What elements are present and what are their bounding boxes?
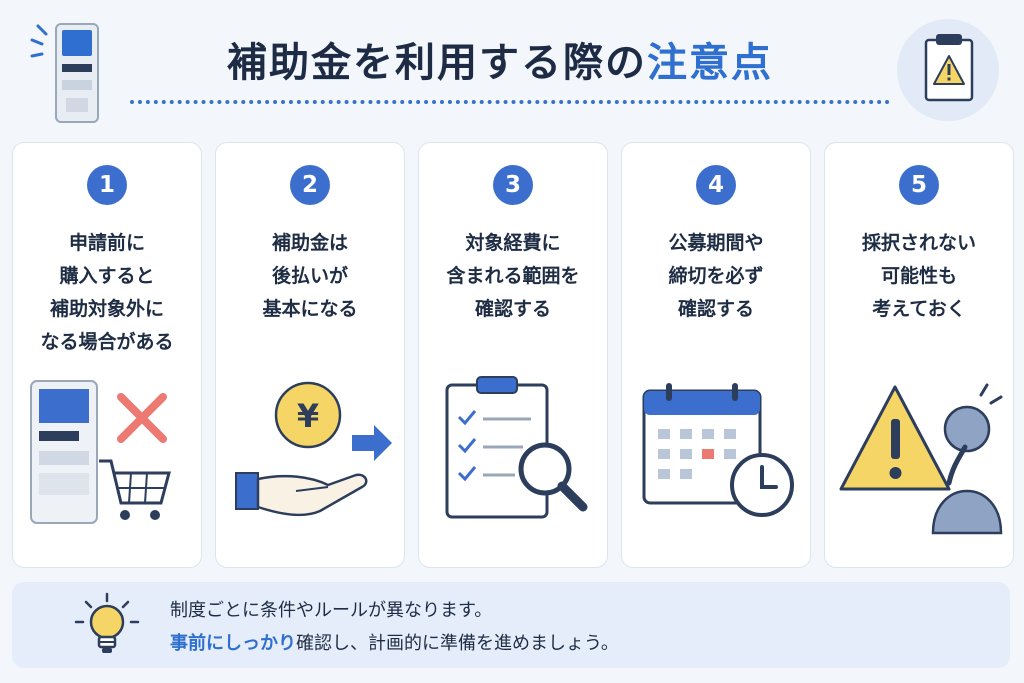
card-3: 3 対象経費に 含まれる範囲を 確認する [418, 142, 608, 568]
card-text-line: 補助対象外に [49, 298, 164, 320]
page-title: 補助金を利用する際の注意点 [150, 30, 850, 88]
card-number-badge: 4 [696, 165, 736, 205]
card-text-line: 基本になる [262, 298, 358, 320]
card-text-line: 補助金は [271, 232, 348, 254]
cards-row: 1 申請前に 購入すると 補助対象外に なる場合がある 2 補助金は 後払いが [12, 142, 1014, 568]
kiosk-icon [30, 23, 99, 123]
card-text: 公募期間や 締切を必ず 確認する [626, 227, 806, 326]
calendar-clock-icon [642, 383, 794, 517]
card-text: 対象経費に 含まれる範囲を 確認する [423, 227, 603, 326]
clipboard-magnifier-icon [445, 376, 588, 519]
card-text-line: 確認する [474, 298, 551, 320]
card-text-line: 後払いが [271, 265, 348, 287]
header: 補助金を利用する際の注意点 [0, 0, 1024, 140]
title-main: 補助金を利用する際の [227, 40, 647, 86]
card-number-badge: 1 [87, 165, 127, 205]
card-text: 採択されない 可能性も 考えておく [829, 227, 1009, 326]
card-text: 補助金は 後払いが 基本になる [220, 227, 400, 326]
card-text: 申請前に 購入すると 補助対象外に なる場合がある [17, 227, 197, 359]
card-number-badge: 3 [493, 165, 533, 205]
card-text-line: 確認する [677, 298, 754, 320]
card-text-line: 含まれる範囲を [446, 265, 580, 287]
svg-text:¥: ¥ [297, 397, 319, 435]
card-4: 4 公募期間や 締切を必ず 確認する [621, 142, 811, 568]
card-text-line: なる場合がある [40, 331, 174, 353]
yen-coin-hand-icon: ¥ [235, 381, 392, 517]
bottom-note: 制度ごとに条件やルールが異なります。 事前にしっかり確認し、計画的に準備を進めま… [12, 582, 1010, 668]
note-line-2-rest: 確認し、計画的に準備を進めましょう。 [296, 633, 619, 654]
card-text-line: 締切を必ず [668, 265, 764, 287]
lightbulb-icon [74, 592, 140, 653]
card-number-badge: 2 [290, 165, 330, 205]
note-line-2: 事前にしっかり確認し、計画的に準備を進めましょう。 [170, 629, 619, 655]
card-2: 2 補助金は 後払いが 基本になる ¥ [215, 142, 405, 568]
card-text-line: 対象経費に [465, 232, 561, 254]
title-divider [130, 100, 890, 104]
note-emphasis: 事前にしっかり [170, 633, 296, 654]
note-line-1: 制度ごとに条件やルールが異なります。 [170, 600, 493, 621]
card-text-line: 購入すると [59, 265, 155, 287]
card-5: 5 採択されない 可能性も 考えておく [824, 142, 1014, 568]
card-1: 1 申請前に 購入すると 補助対象外に なる場合がある [12, 142, 202, 568]
card-text-line: 採択されない [861, 232, 976, 254]
card-number-badge: 5 [899, 165, 939, 205]
kiosk-cart-cross-icon [30, 380, 171, 524]
card-text-line: 申請前に [68, 232, 145, 254]
clipboard-warning-icon [897, 19, 999, 121]
card-text-line: 考えておく [872, 298, 966, 320]
card-text-line: 可能性も [880, 265, 957, 287]
title-highlight: 注意点 [647, 40, 773, 86]
warning-thinking-person-icon [839, 383, 1003, 535]
card-text-line: 公募期間や [668, 232, 764, 254]
